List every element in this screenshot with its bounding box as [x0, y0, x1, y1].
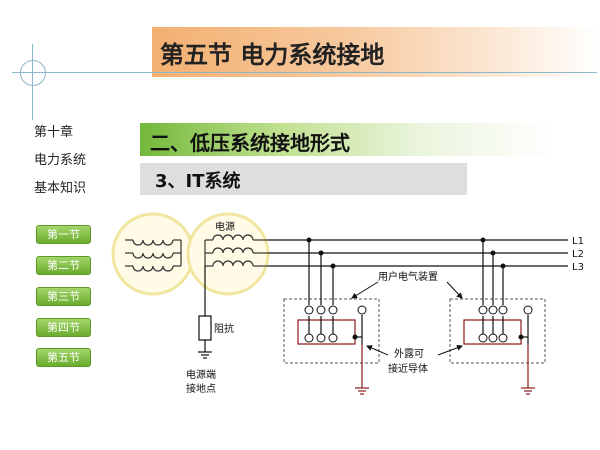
nav-button-section-1[interactable]: 第一节	[36, 225, 91, 244]
pointer-arrow	[446, 281, 463, 299]
source-label: 电源	[215, 220, 235, 233]
page-title: 第五节 电力系统接地	[160, 40, 385, 69]
chapter-label: 电力系统	[34, 153, 87, 168]
impedance-label: 阻抗	[214, 322, 234, 335]
subsection-bar	[140, 163, 467, 195]
pointer-arrow	[351, 281, 379, 299]
section-bar	[140, 123, 600, 156]
section-heading: 二、低压系统接地形式	[150, 131, 350, 155]
ground-point-label: 电源端	[186, 368, 216, 381]
line-label-l3: L3	[572, 262, 584, 273]
neutral-impedance	[198, 266, 212, 359]
primary-winding	[125, 239, 182, 272]
title-bar	[152, 27, 600, 77]
nav-button-section-2[interactable]: 第二节	[36, 256, 91, 275]
equipment-box-2	[449, 237, 546, 395]
nav-button-section-4[interactable]: 第四节	[36, 318, 91, 337]
transformer-secondary-circle	[186, 212, 270, 296]
ground-point-label: 接地点	[186, 382, 216, 395]
equipment-label: 用户电气装置	[378, 270, 438, 283]
chapter-label: 第十章	[34, 125, 74, 140]
chapter-label: 基本知识	[34, 181, 87, 196]
bus-lines	[268, 239, 568, 267]
decorative-line	[12, 72, 597, 73]
secondary-winding	[204, 234, 268, 267]
conductive-part-label: 接近导体	[388, 362, 428, 375]
conductive-part-label: 外露可	[394, 348, 424, 360]
subsection-heading: 3、IT系统	[155, 171, 241, 192]
line-label-l1: L1	[572, 236, 584, 247]
equipment-box-1	[283, 237, 380, 395]
line-label-l2: L2	[572, 249, 584, 260]
pointer-arrow	[437, 344, 463, 356]
nav-button-section-5[interactable]: 第五节	[36, 348, 91, 367]
decorative-circle	[20, 60, 46, 86]
nav-button-section-3[interactable]: 第三节	[36, 287, 91, 306]
pointer-arrow	[366, 345, 389, 356]
